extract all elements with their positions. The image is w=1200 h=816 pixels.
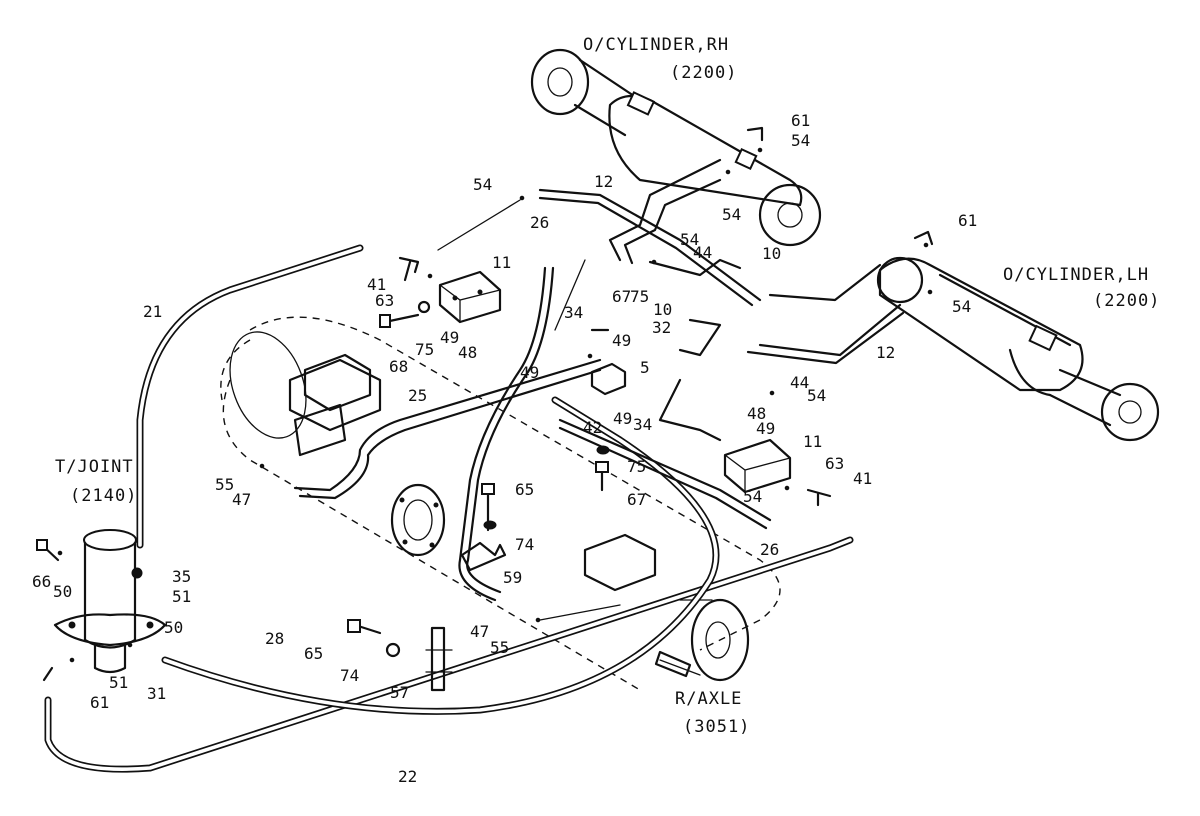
callout: 74 bbox=[515, 535, 534, 554]
rear-axle-drawing bbox=[220, 316, 781, 691]
callout: 28 bbox=[265, 629, 284, 648]
tjoint-ref: (2140) bbox=[70, 486, 137, 506]
callout: 42 bbox=[583, 418, 602, 437]
fittings bbox=[36, 126, 934, 692]
cylinder-rh-name: O/CYLINDER,RH bbox=[583, 35, 729, 55]
cylinder-lh-ref: (2200) bbox=[1093, 291, 1160, 311]
callout: 57 bbox=[390, 683, 409, 702]
callout: 74 bbox=[340, 666, 359, 685]
callout: 54 bbox=[722, 205, 741, 224]
callout: 63 bbox=[825, 454, 844, 473]
callout: 47 bbox=[232, 490, 251, 509]
callout: 25 bbox=[408, 386, 427, 405]
callout: 50 bbox=[164, 618, 183, 637]
callout: 26 bbox=[760, 540, 779, 559]
callout: 54 bbox=[680, 230, 699, 249]
callout: 49 bbox=[756, 419, 775, 438]
cylinder-rh-ref: (2200) bbox=[670, 63, 737, 83]
callout: 55 bbox=[215, 475, 234, 494]
callout: 34 bbox=[564, 303, 583, 322]
callout: 12 bbox=[594, 172, 613, 191]
callout: 66 bbox=[32, 572, 51, 591]
callout: 32 bbox=[652, 318, 671, 337]
callout: 54 bbox=[952, 297, 971, 316]
callout: 49 bbox=[440, 328, 459, 347]
callout: 49 bbox=[520, 363, 539, 382]
callout: 12 bbox=[876, 343, 895, 362]
tjoint-name: T/JOINT bbox=[55, 457, 134, 477]
callout: 44 bbox=[790, 373, 809, 392]
hydraulic-lines bbox=[44, 158, 905, 773]
callout: 61 bbox=[791, 111, 810, 130]
callout: 61 bbox=[958, 211, 977, 230]
callout: 75 bbox=[627, 457, 646, 476]
cylinder-rh-drawing bbox=[530, 48, 822, 247]
callout: 54 bbox=[807, 386, 826, 405]
callout: 54 bbox=[791, 131, 810, 150]
callout: 35 bbox=[172, 567, 191, 586]
callout: 54 bbox=[743, 487, 762, 506]
callout: 59 bbox=[503, 568, 522, 587]
callout: 10 bbox=[653, 300, 672, 319]
callout: 11 bbox=[492, 253, 511, 272]
callout: 68 bbox=[389, 357, 408, 376]
callout: 48 bbox=[458, 343, 477, 362]
callout: 26 bbox=[530, 213, 549, 232]
callout: 67 bbox=[612, 287, 631, 306]
callout: 34 bbox=[633, 415, 652, 434]
raxle-name: R/AXLE bbox=[675, 689, 742, 709]
cylinder-lh-drawing bbox=[876, 256, 1160, 442]
callout: 41 bbox=[853, 469, 872, 488]
callout: 67 bbox=[627, 490, 646, 509]
callout: 48 bbox=[747, 404, 766, 423]
callout: 47 bbox=[470, 622, 489, 641]
cylinder-lh-name: O/CYLINDER,LH bbox=[1003, 265, 1149, 285]
callout: 75 bbox=[415, 340, 434, 359]
callout: 49 bbox=[613, 409, 632, 428]
callout: 44 bbox=[693, 243, 712, 262]
callout: 41 bbox=[367, 275, 386, 294]
callout: 10 bbox=[762, 244, 781, 263]
tjoint-drawing bbox=[53, 529, 167, 674]
callout: 65 bbox=[304, 644, 323, 663]
callout: 11 bbox=[803, 432, 822, 451]
callout: 55 bbox=[490, 638, 509, 657]
callout: 54 bbox=[473, 175, 492, 194]
callout-labels: 61 54 12 54 26 54 44 10 54 61 21 41 11 6… bbox=[32, 111, 977, 786]
callout: 51 bbox=[172, 587, 191, 606]
callout: 49 bbox=[612, 331, 631, 350]
callout: 51 bbox=[109, 673, 128, 692]
raxle-ref: (3051) bbox=[683, 717, 750, 737]
callout: 21 bbox=[143, 302, 162, 321]
callout: 75 bbox=[630, 287, 649, 306]
callout: 63 bbox=[375, 291, 394, 310]
callout: 5 bbox=[640, 358, 650, 377]
callout: 65 bbox=[515, 480, 534, 499]
callout: 22 bbox=[398, 767, 417, 786]
callout: 31 bbox=[147, 684, 166, 703]
callout: 61 bbox=[90, 693, 109, 712]
callout: 50 bbox=[53, 582, 72, 601]
